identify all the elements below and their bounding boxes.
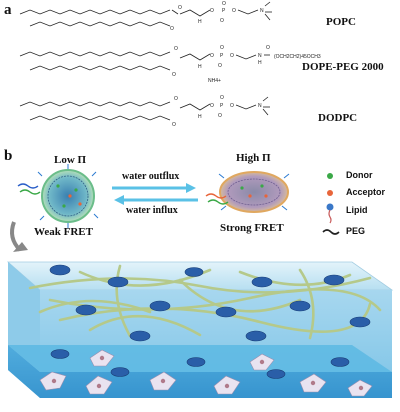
water-outflux-label: water outflux bbox=[122, 171, 180, 182]
molecule-structures: O O H O P O O O N O O H O P O O bbox=[19, 1, 321, 128]
svg-text:O: O bbox=[178, 5, 182, 11]
popc-label: POPC bbox=[326, 16, 356, 28]
weak-fret-caption: Weak FRET bbox=[34, 226, 93, 238]
svg-text:NH4+: NH4+ bbox=[208, 78, 221, 84]
svg-text:O: O bbox=[232, 8, 236, 14]
svg-text:O: O bbox=[210, 103, 214, 109]
strong-fret-caption: Strong FRET bbox=[220, 222, 284, 234]
vesicle-low-pressure bbox=[17, 164, 99, 228]
peg-fibers bbox=[28, 264, 382, 340]
legend-lipid: Lipid bbox=[346, 205, 368, 215]
svg-text:O: O bbox=[222, 1, 226, 7]
popc-structure: O O H O P O O O N bbox=[19, 1, 272, 32]
low-pressure-title: Low Π bbox=[54, 154, 87, 166]
svg-text:O: O bbox=[218, 63, 222, 69]
panel-a-label: a bbox=[4, 2, 12, 18]
svg-text:O: O bbox=[230, 103, 234, 109]
legend-peg: PEG bbox=[346, 226, 366, 236]
water-influx-label: water influx bbox=[126, 205, 178, 216]
legend-acceptor: Acceptor bbox=[346, 187, 386, 197]
svg-text:H: H bbox=[198, 64, 202, 70]
svg-text:O: O bbox=[174, 46, 178, 52]
svg-text:H: H bbox=[198, 19, 202, 25]
svg-text:O: O bbox=[210, 8, 214, 14]
high-pressure-title: High Π bbox=[236, 152, 271, 164]
svg-text:N: N bbox=[258, 103, 262, 109]
svg-text:O: O bbox=[172, 122, 176, 128]
vesicle-high-pressure bbox=[205, 171, 290, 213]
dodpc-structure: O O H O P O O O N bbox=[19, 95, 270, 128]
svg-text:O: O bbox=[170, 26, 174, 32]
svg-text:O: O bbox=[210, 53, 214, 59]
svg-text:N: N bbox=[260, 8, 264, 14]
curved-down-arrow bbox=[10, 221, 28, 252]
svg-text:O: O bbox=[172, 72, 176, 78]
svg-text:P: P bbox=[222, 8, 226, 14]
svg-text:N: N bbox=[258, 53, 262, 59]
svg-text:O: O bbox=[220, 45, 224, 51]
svg-text:P: P bbox=[220, 53, 224, 59]
legend-donor: Donor bbox=[346, 170, 373, 180]
panel-b-label: b bbox=[4, 148, 13, 164]
svg-text:O: O bbox=[220, 18, 224, 24]
svg-text:O: O bbox=[174, 96, 178, 102]
dope-peg-structure: O O H O P O O O N H O (OCH2CH2)45OCH3 NH… bbox=[19, 45, 321, 84]
red-blood-cells bbox=[49, 264, 371, 379]
svg-text:H: H bbox=[258, 60, 262, 66]
svg-text:O: O bbox=[220, 95, 224, 101]
dope-peg-label: DOPE-PEG 2000 bbox=[302, 61, 384, 73]
svg-text:P: P bbox=[220, 103, 224, 109]
legend-icons bbox=[322, 173, 340, 235]
svg-text:O: O bbox=[230, 53, 234, 59]
cell-nuclei bbox=[51, 355, 364, 391]
svg-text:O: O bbox=[218, 113, 222, 119]
svg-text:H: H bbox=[198, 114, 202, 120]
dodpc-label: DODPC bbox=[318, 112, 358, 124]
water-flux-arrows bbox=[112, 183, 198, 205]
svg-text:(OCH2CH2)45OCH3: (OCH2CH2)45OCH3 bbox=[274, 54, 321, 60]
svg-text:O: O bbox=[266, 45, 270, 51]
